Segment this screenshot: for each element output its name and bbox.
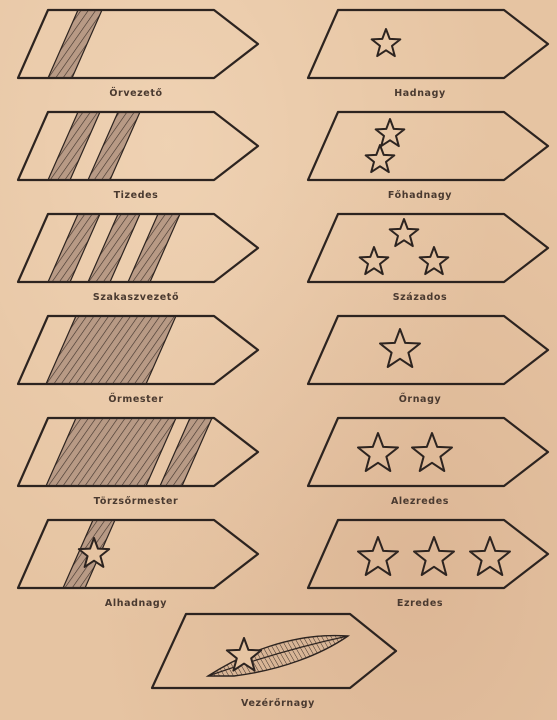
rank-label: Őrnagy: [399, 394, 442, 405]
star-icon: [366, 145, 395, 172]
rank-label: Őrmester: [108, 394, 163, 405]
rank-label: Ezredes: [397, 598, 443, 609]
rank-label: Tizedes: [114, 190, 159, 201]
rank-insignia: Szakaszvezető: [18, 214, 258, 303]
star-icon: [414, 537, 454, 575]
rank-insignia: Őrnagy: [308, 316, 548, 405]
rank-label: Örvezető: [109, 88, 162, 99]
officer-ranks-column: HadnagyFőhadnagySzázadosŐrnagyAlezredesE…: [308, 10, 548, 609]
rank-insignia: Örvezető: [18, 10, 258, 99]
rank-insignia: Alhadnagy: [18, 520, 258, 609]
rank-stripe: [46, 316, 176, 384]
shoulder-tab-outline: [308, 418, 548, 486]
rank-insignia: Őrmester: [18, 316, 258, 405]
general-rank-block: Vezérőrnagy: [152, 614, 396, 709]
star-icon: [358, 537, 398, 575]
rank-insignia: Vezérőrnagy: [152, 614, 396, 709]
star-icon: [358, 433, 398, 471]
star-icon: [412, 433, 452, 471]
rank-label: Hadnagy: [394, 88, 446, 99]
rank-stripe: [48, 10, 102, 78]
rank-stripe: [46, 418, 176, 486]
shoulder-tab-outline: [308, 520, 548, 588]
rank-label: Törzsőrmester: [94, 496, 179, 507]
star-icon: [390, 219, 419, 246]
laurel-leaf-icon: [208, 636, 348, 676]
rank-label: Alezredes: [391, 496, 449, 507]
rank-insignia: Hadnagy: [308, 10, 548, 99]
star-icon: [376, 119, 405, 146]
rank-label: Százados: [393, 292, 448, 303]
rank-insignia: Ezredes: [308, 520, 548, 609]
star-icon: [360, 247, 389, 274]
rank-insignia: Alezredes: [308, 418, 548, 507]
rank-label: Vezérőrnagy: [241, 698, 315, 709]
shoulder-tab-outline: [18, 520, 258, 588]
shoulder-tab-outline: [308, 10, 548, 78]
star-icon: [380, 329, 420, 367]
star-icon: [420, 247, 449, 274]
rank-label: Alhadnagy: [105, 598, 167, 609]
rank-insignia: Tizedes: [18, 112, 258, 201]
rank-label: Főhadnagy: [388, 190, 452, 201]
rank-insignia: Főhadnagy: [308, 112, 548, 201]
shoulder-tab-outline: [308, 316, 548, 384]
star-icon: [372, 29, 401, 56]
rank-insignia: Törzsőrmester: [18, 418, 258, 507]
star-icon: [470, 537, 510, 575]
enlisted-ranks-column: ÖrvezetőTizedesSzakaszvezetőŐrmesterTörz…: [18, 10, 258, 609]
rank-insignia: Százados: [308, 214, 548, 303]
rank-label: Szakaszvezető: [93, 292, 179, 303]
shoulder-tab-outline: [308, 112, 548, 180]
